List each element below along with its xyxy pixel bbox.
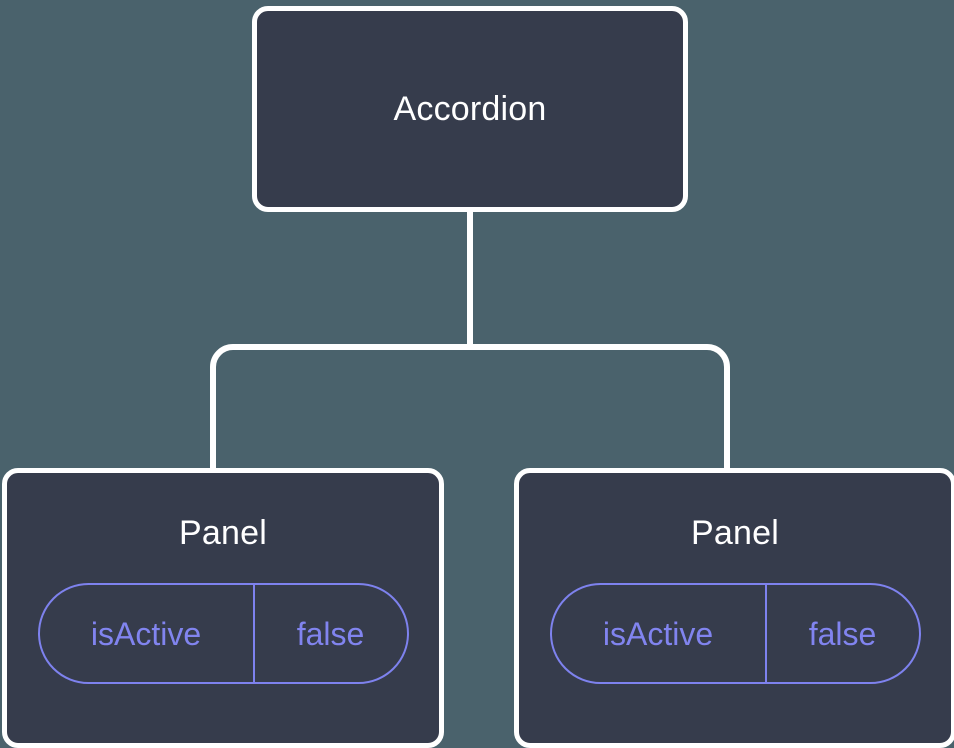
prop-pill-isactive[interactable]: isActive false	[549, 583, 921, 684]
node-accordion[interactable]: Accordion	[252, 6, 688, 212]
prop-key: isActive	[552, 585, 767, 682]
prop-value: false	[808, 615, 877, 652]
prop-pill-isactive[interactable]: isActive false	[37, 583, 409, 684]
edge-branch-right	[470, 344, 730, 470]
node-panel-1[interactable]: Panel isActive false	[2, 468, 444, 748]
prop-value: false	[296, 615, 365, 652]
edge-branch-left	[210, 344, 470, 470]
node-panel-2[interactable]: Panel isActive false	[514, 468, 954, 748]
node-title: Panel	[691, 514, 779, 552]
prop-key: isActive	[40, 585, 255, 682]
node-title: Panel	[179, 514, 267, 552]
node-title: Accordion	[393, 90, 547, 128]
